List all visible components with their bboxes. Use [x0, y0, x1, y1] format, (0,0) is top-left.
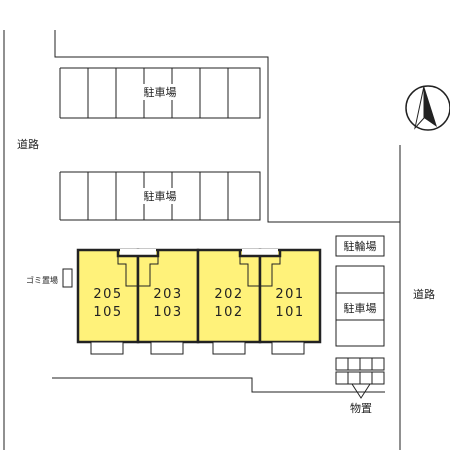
site-boundary-top — [54, 30, 400, 223]
parking-top-label: 駐車場 — [144, 85, 177, 99]
storage-label: 物置 — [350, 401, 372, 415]
balcony — [150, 341, 184, 355]
site-boundary — [3, 30, 401, 450]
garbage-area-label: ゴミ置場 — [26, 275, 58, 285]
entrance-recess — [116, 249, 282, 258]
parking-top — [59, 67, 261, 119]
bicycle-parking — [335, 235, 385, 257]
storage-pointer — [351, 383, 371, 399]
unit-number-upper: 202 — [214, 287, 243, 302]
parking-right-label: 駐車場 — [344, 301, 377, 315]
unit-203-103 — [136, 248, 200, 355]
storage-sheds — [335, 357, 385, 385]
bicycle-parking-label: 駐輪場 — [344, 239, 377, 253]
building — [76, 248, 322, 355]
unit-number-upper: 205 — [93, 287, 122, 302]
unit-202-102 — [196, 248, 262, 355]
unit-number-lower: 102 — [214, 305, 243, 320]
parking-right — [335, 265, 385, 347]
balcony — [212, 341, 246, 355]
unit-number-upper: 203 — [153, 287, 182, 302]
road-right-label: 道路 — [413, 287, 435, 301]
parking-middle-label: 駐車場 — [144, 189, 177, 203]
unit-205-105 — [76, 248, 140, 355]
parking-middle — [59, 171, 261, 221]
unit-number-lower: 101 — [275, 305, 304, 320]
north-arrow-icon — [405, 85, 450, 131]
balcony — [271, 341, 305, 355]
unit-number-lower: 105 — [93, 305, 122, 320]
balcony — [90, 341, 124, 355]
unit-201-101 — [258, 248, 322, 355]
unit-number-lower: 103 — [153, 305, 182, 320]
stairs — [117, 250, 281, 287]
road-left-label: 道路 — [17, 137, 39, 151]
unit-number-upper: 201 — [275, 287, 304, 302]
site-boundary-bottom — [52, 377, 385, 393]
garbage-area — [62, 268, 73, 288]
